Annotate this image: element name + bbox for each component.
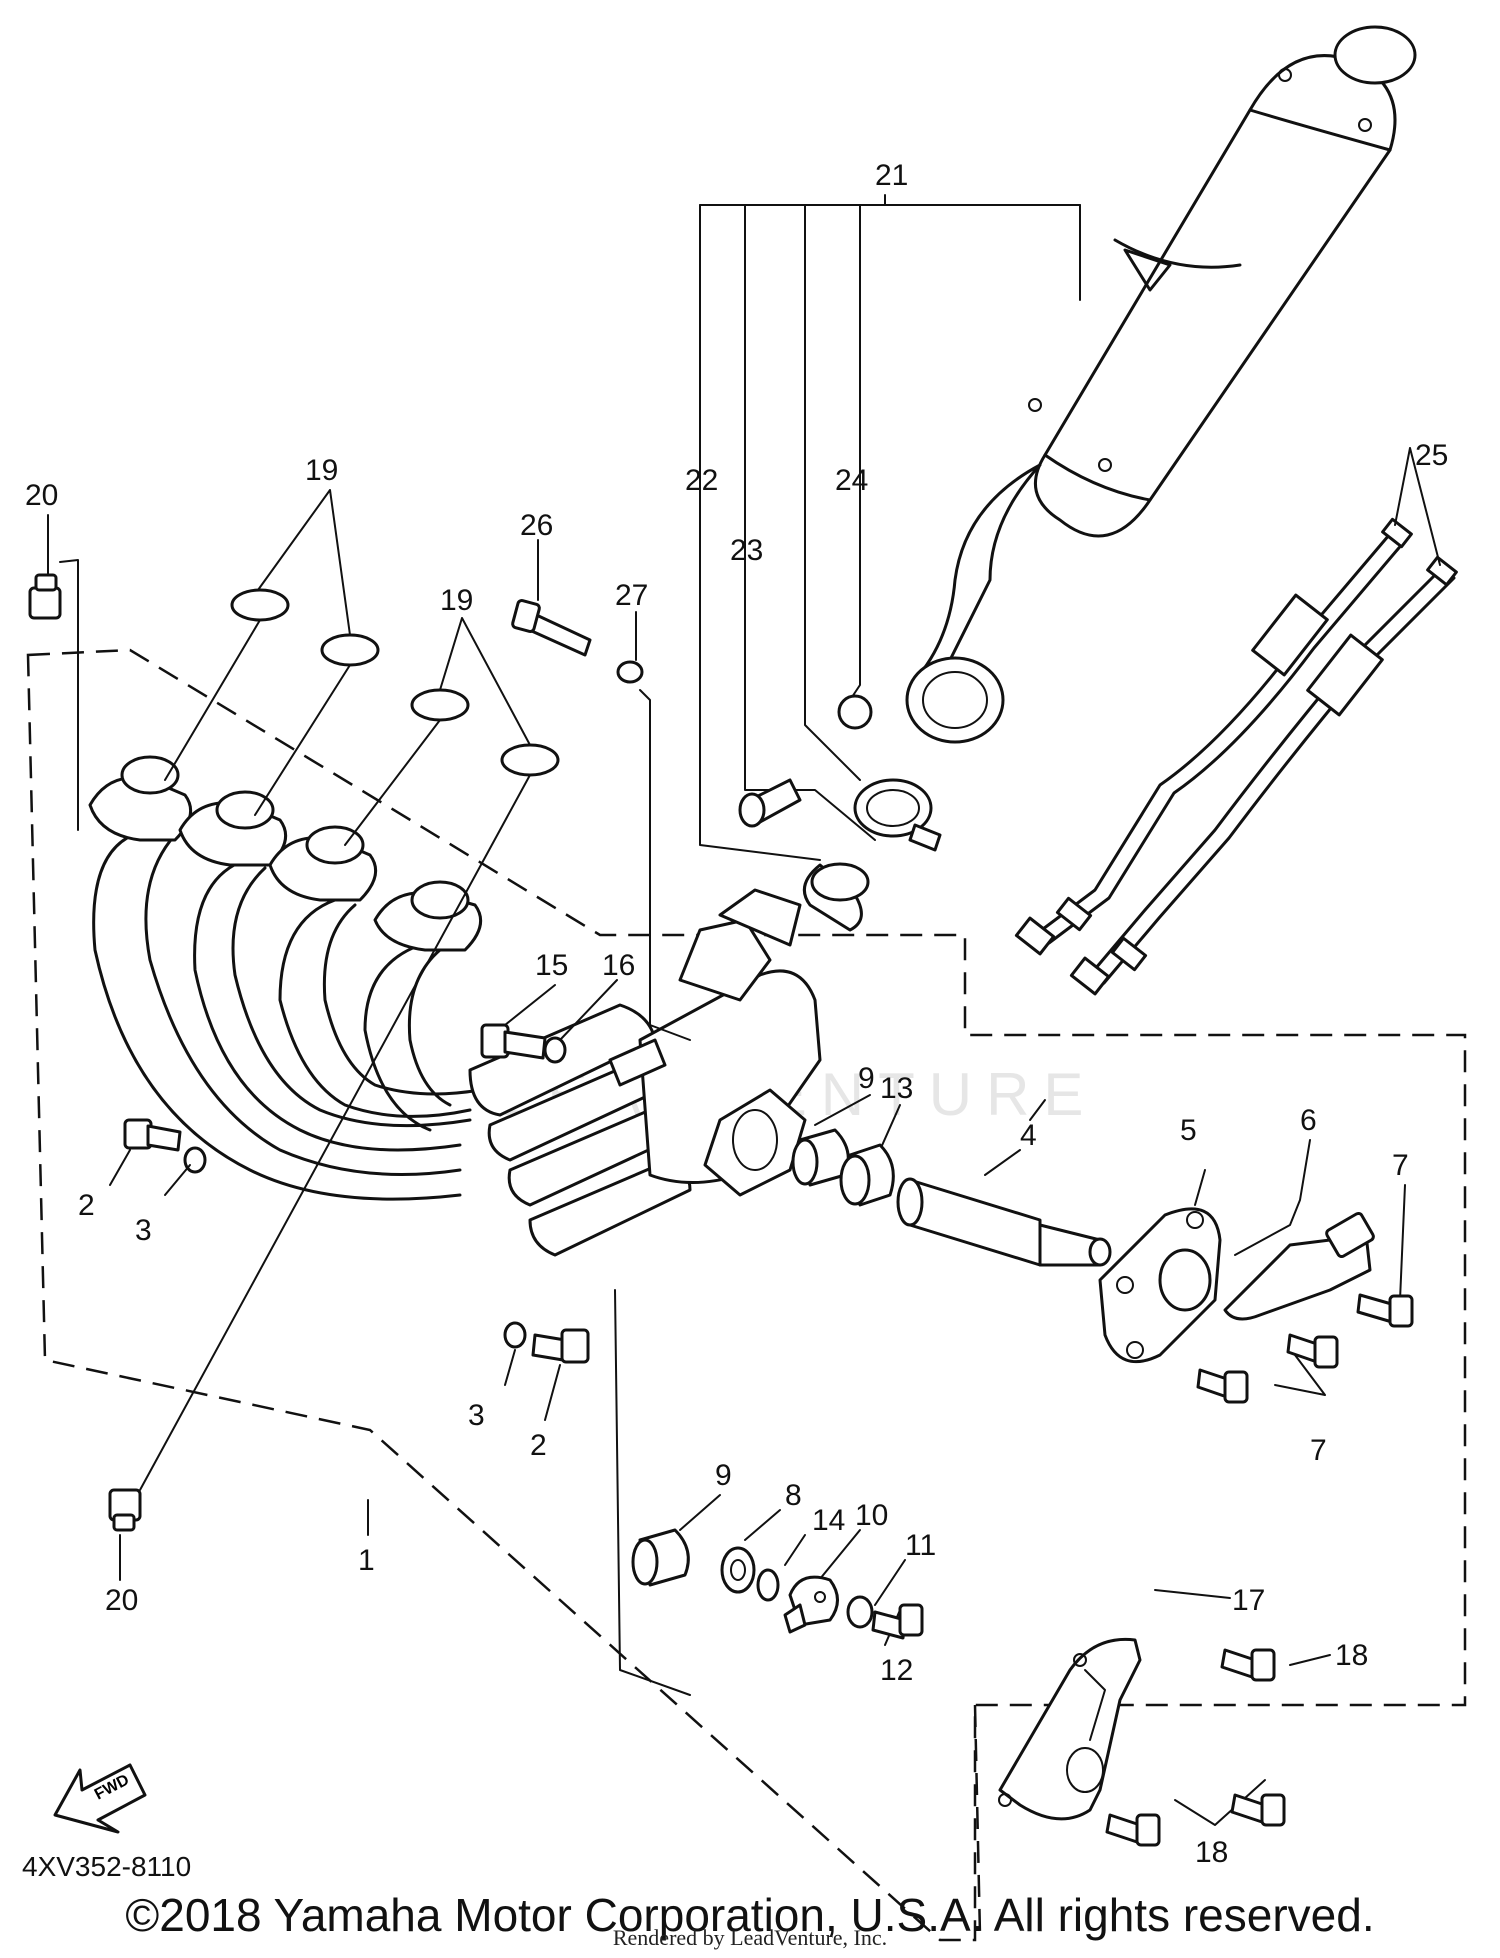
callout-4: 4	[1020, 1119, 1037, 1152]
screw-7-right	[1356, 1293, 1414, 1328]
callout-12: 12	[880, 1654, 913, 1687]
callout-14: 14	[812, 1504, 845, 1537]
bolt-26	[511, 599, 592, 657]
callout-1: 1	[358, 1544, 375, 1577]
bracket-21	[699, 194, 1081, 861]
bolt-15	[480, 1023, 547, 1060]
valve-shaft-4	[896, 1177, 1112, 1267]
screw-18-lower-b	[1105, 1813, 1161, 1847]
callout-2-left: 2	[78, 1189, 95, 1222]
screw-18-lower-a	[1230, 1793, 1286, 1827]
washer-8	[720, 1546, 756, 1594]
screw-7-lower-a	[1286, 1333, 1339, 1369]
copyright-notice: ©2018 Yamaha Motor Corporation, U.S.A. A…	[125, 1889, 1375, 1941]
lock-plate-10	[783, 1575, 839, 1634]
callout-9-upper: 9	[858, 1062, 875, 1095]
washer-14	[756, 1568, 780, 1602]
pulley-housing-5	[1098, 1207, 1222, 1364]
callout-22: 22	[685, 464, 718, 497]
leader-lines	[47, 447, 1441, 1826]
callout-18-upper: 18	[1335, 1639, 1368, 1672]
callout-19-left: 19	[305, 454, 338, 487]
callout-10: 10	[855, 1499, 888, 1532]
washer-11	[846, 1595, 874, 1629]
callout-8: 8	[785, 1479, 802, 1512]
callout-3-right: 3	[468, 1399, 485, 1432]
callout-13: 13	[880, 1072, 913, 1105]
callout-20-top: 20	[25, 479, 58, 512]
screw-7-lower-b	[1196, 1368, 1249, 1404]
callout-16: 16	[602, 949, 635, 982]
spacer-9-lower	[631, 1528, 690, 1587]
callout-15: 15	[535, 949, 568, 982]
callout-21: 21	[875, 159, 908, 192]
screw-18-upper	[1220, 1648, 1276, 1682]
fwd-arrow-icon: FWD	[53, 1763, 147, 1834]
callout-18-lower: 18	[1195, 1836, 1228, 1869]
callout-9-lower: 9	[715, 1459, 732, 1492]
part-code: 4XV352-8110	[22, 1851, 191, 1882]
callout-3-left: 3	[135, 1214, 152, 1247]
bushing-13	[839, 1143, 895, 1207]
callout-23: 23	[730, 534, 763, 567]
bolt-2-left	[123, 1118, 182, 1152]
cover-17	[998, 1637, 1142, 1821]
callout-24: 24	[835, 464, 868, 497]
muffler	[905, 25, 1417, 744]
washer-3-right	[503, 1321, 527, 1349]
muffler-gasket-22	[802, 862, 870, 932]
callout-27: 27	[615, 579, 648, 612]
rendered-by-note: Rendered by LeadVenture, Inc.	[612, 1925, 888, 1950]
bolt-12	[871, 1603, 924, 1640]
callout-25: 25	[1415, 439, 1448, 472]
callout-11: 11	[905, 1529, 936, 1562]
bracket-6	[1223, 1211, 1375, 1321]
callout-19-right: 19	[440, 584, 473, 617]
callout-17: 17	[1232, 1584, 1265, 1617]
callout-6: 6	[1300, 1104, 1317, 1137]
muffler-clamp-24	[837, 694, 942, 852]
throttle-cables	[1014, 517, 1458, 996]
assembly-1-dashed-outline	[26, 648, 1467, 1942]
callout-5: 5	[1180, 1114, 1197, 1147]
washer-16	[543, 1036, 567, 1064]
nut-20-bottom	[108, 1488, 142, 1532]
muffler-bolt-23	[738, 778, 802, 828]
assembly-17-dashed-outline	[973, 1704, 982, 1936]
exhaust-headers	[88, 755, 822, 1257]
gaskets-19	[230, 588, 560, 777]
bolt-2-right	[531, 1328, 590, 1364]
washer-27	[616, 660, 691, 1041]
callouts: 21 22 23 24 25 26 27 19 19 20 20 15 16 2…	[25, 159, 1448, 1869]
callout-7-right: 7	[1392, 1149, 1409, 1182]
spacer-9-upper	[791, 1128, 850, 1187]
callout-20-bottom: 20	[105, 1584, 138, 1617]
callout-26: 26	[520, 509, 553, 542]
callout-2-right: 2	[530, 1429, 547, 1462]
callout-7-lower: 7	[1310, 1434, 1327, 1467]
nut-20-top	[28, 573, 62, 620]
